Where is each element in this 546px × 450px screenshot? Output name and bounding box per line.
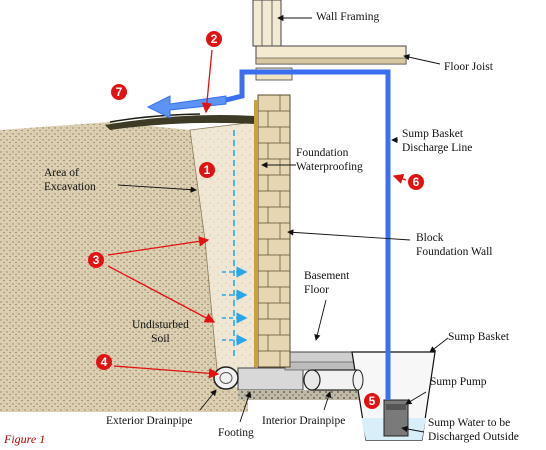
marker-5: 5 — [364, 393, 380, 409]
label-block-foundation-wall: Block Foundation Wall — [416, 231, 493, 259]
label-sump-water-1: Sump Water to be — [428, 417, 511, 429]
interior-drainpipe — [303, 369, 364, 391]
exterior-drainpipe — [213, 366, 239, 390]
label-sump-pump: Sump Pump — [430, 376, 487, 388]
label-waterproofing-1: Foundation — [296, 147, 349, 159]
label-basement-floor-1: Basement — [304, 270, 350, 282]
ground-surface — [105, 115, 255, 130]
label-area-of-excavation: Area of Excavation — [44, 166, 96, 194]
label-sump-water-2: Discharged Outside — [428, 431, 519, 443]
marker-2: 2 — [206, 31, 222, 47]
label-sump-basket: Sump Basket — [448, 331, 510, 343]
label-block-wall-1: Block — [416, 232, 444, 244]
label-leaders — [117, 14, 449, 433]
label-excavation-2: Excavation — [44, 181, 96, 193]
marker-4: 4 — [96, 354, 112, 370]
label-discharge-line-1: Sump Basket — [402, 128, 464, 140]
label-footing: Footing — [218, 427, 254, 439]
footing — [237, 367, 304, 391]
block-foundation-wall — [257, 94, 291, 368]
label-wall-framing: Wall Framing — [316, 11, 380, 23]
label-undisturbed-2: Soil — [151, 333, 170, 345]
wall-framing — [252, 0, 282, 47]
label-sump-water: Sump Water to be Discharged Outside — [428, 416, 519, 444]
marker-3: 3 — [88, 252, 104, 268]
label-basement-floor-2: Floor — [304, 284, 329, 296]
marker-arrows — [107, 49, 407, 379]
label-waterproofing-2: Waterproofing — [296, 161, 363, 173]
undisturbed-soil — [0, 122, 248, 412]
label-discharge-line-2: Discharge Line — [402, 142, 473, 154]
label-excavation-1: Area of — [44, 167, 79, 179]
label-foundation-waterproofing: Foundation Waterproofing — [296, 146, 363, 174]
label-block-wall-2: Foundation Wall — [416, 246, 493, 258]
label-exterior-drainpipe: Exterior Drainpipe — [106, 415, 193, 427]
label-undisturbed-1: Undisturbed — [132, 319, 189, 331]
seepage-arrows — [222, 266, 248, 346]
label-basement-floor: Basement Floor — [304, 269, 349, 297]
marker-7: 7 — [111, 84, 127, 100]
label-discharge-line: Sump Basket Discharge Line — [402, 127, 472, 155]
figure-caption: Figure 1 — [4, 432, 46, 446]
label-interior-drainpipe: Interior Drainpipe — [262, 415, 346, 427]
discharge-line — [225, 69, 391, 400]
marker-6: 6 — [408, 174, 424, 190]
waterproofing-layer — [254, 100, 258, 367]
label-floor-joist: Floor Joist — [444, 61, 493, 73]
label-undisturbed-soil: Undisturbed Soil — [132, 318, 189, 346]
marker-1: 1 — [199, 162, 215, 178]
